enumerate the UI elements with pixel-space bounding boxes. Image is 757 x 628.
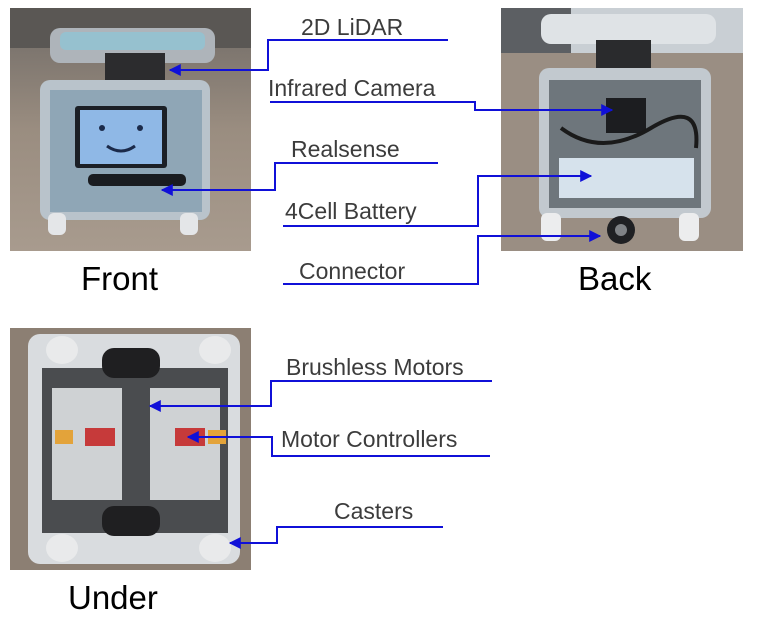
label-connector: Connector bbox=[299, 258, 406, 284]
label-4cell-battery: 4Cell Battery bbox=[285, 198, 417, 224]
label-casters: Casters bbox=[334, 498, 414, 524]
label-brushless-motors: Brushless Motors bbox=[286, 354, 464, 380]
leader-casters bbox=[228, 526, 443, 549]
back-caption: Back bbox=[578, 260, 652, 297]
front-caption: Front bbox=[81, 260, 159, 297]
label-infrared-camera: Infrared Camera bbox=[268, 75, 436, 101]
leader-brushless-motors bbox=[148, 380, 492, 412]
leader-battery bbox=[283, 170, 593, 227]
label-motor-controllers: Motor Controllers bbox=[281, 426, 458, 452]
label-realsense: Realsense bbox=[291, 136, 400, 162]
leader-realsense bbox=[160, 162, 438, 196]
under-photo bbox=[10, 328, 251, 570]
label-2d-lidar: 2D LiDAR bbox=[301, 14, 404, 40]
leader-lidar bbox=[168, 39, 448, 76]
leader-motor-controllers bbox=[186, 431, 490, 457]
leader-infrared-camera bbox=[270, 101, 614, 116]
leader-connector bbox=[283, 230, 602, 285]
under-caption: Under bbox=[68, 579, 158, 616]
